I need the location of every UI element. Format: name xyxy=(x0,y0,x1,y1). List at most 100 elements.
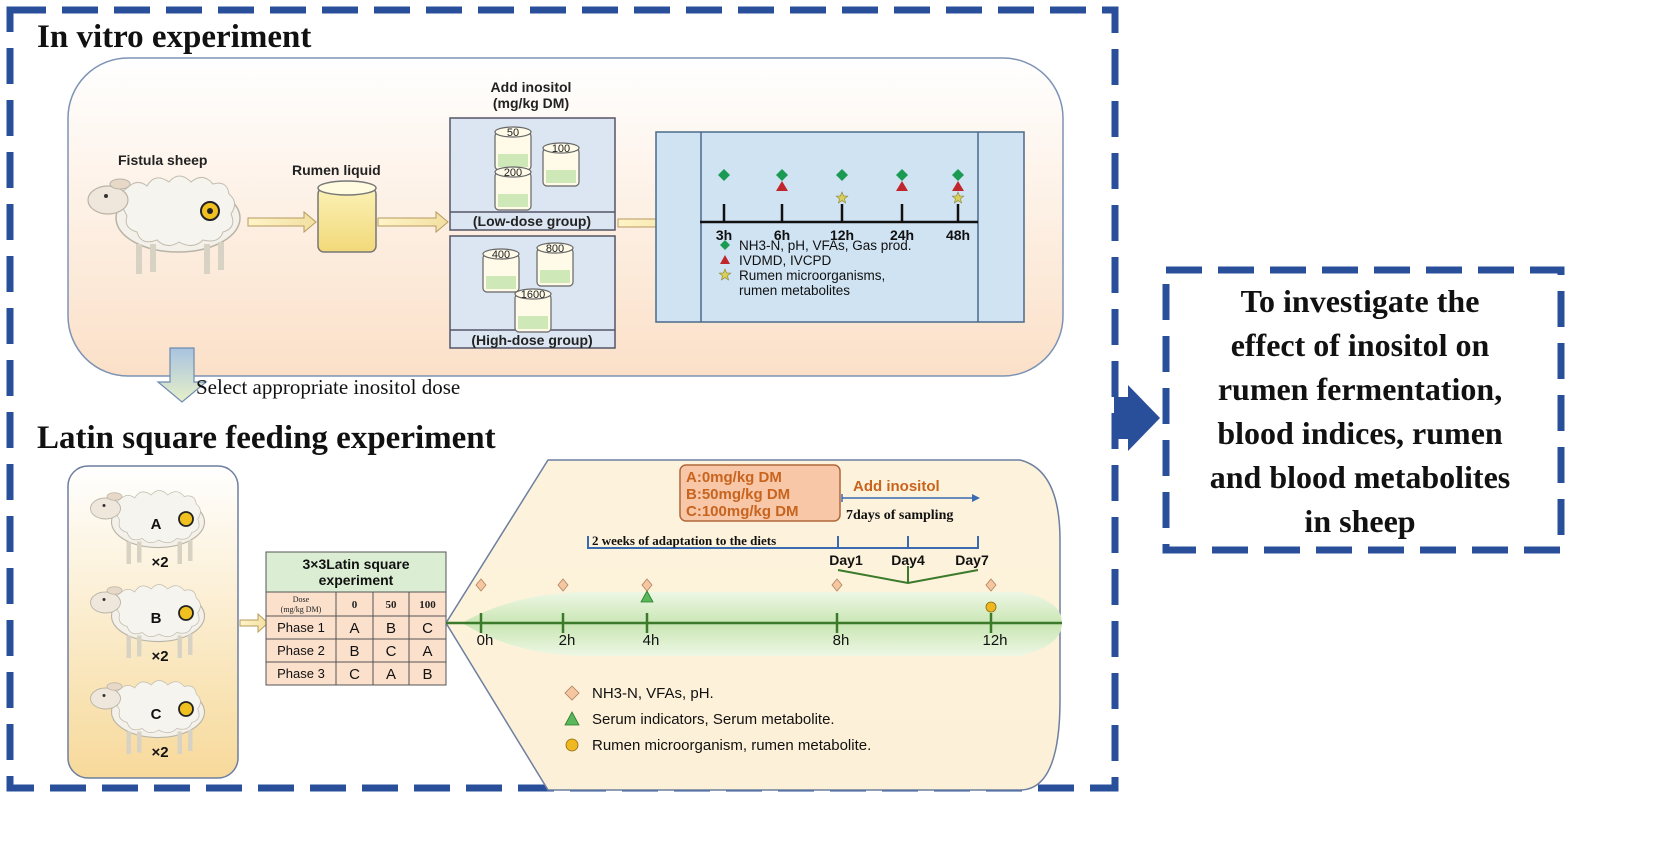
add-inositol-label: Add inositol xyxy=(491,79,572,95)
flask-800: 800 xyxy=(536,242,574,287)
down-arrow-icon xyxy=(156,347,208,403)
dose-label: 100 xyxy=(552,143,570,155)
in-vitro-title: In vitro experiment xyxy=(37,19,311,55)
adaptation-label: 2 weeks of adaptation to the diets xyxy=(592,533,776,548)
add-inositol-unit: (mg/kg DM) xyxy=(493,95,569,111)
flask-100: 100 xyxy=(542,142,580,187)
time-label: 12h xyxy=(830,227,854,243)
time-label: 2h xyxy=(559,632,576,649)
rumen-liquid-label: Rumen liquid xyxy=(292,162,381,178)
treatment-groups-box xyxy=(679,464,841,522)
fistula-sheep-label: Fistula sheep xyxy=(118,152,207,168)
table-header-cell: 0 xyxy=(352,599,358,611)
table-header-cell: (mg/kg DM) xyxy=(281,605,322,614)
fistula-icon xyxy=(178,511,194,527)
table-cell: A xyxy=(386,666,396,683)
sheep-multiplier: ×2 xyxy=(151,648,168,665)
goal-text-line: To investigate the xyxy=(1241,283,1480,319)
goal-text-line: rumen fermentation, xyxy=(1218,371,1502,407)
table-header-cell: Dose xyxy=(293,595,310,604)
table-row-phase: Phase 2 xyxy=(277,643,325,658)
time-label: 4h xyxy=(643,632,660,649)
latin-square-title: Latin square feeding experiment xyxy=(37,420,496,456)
high-dose-group-label: (High-dose group) xyxy=(471,332,592,348)
dose-label: 50 xyxy=(507,127,519,139)
time-label: 48h xyxy=(946,227,970,243)
goal-text-line: blood indices, rumen xyxy=(1217,415,1503,451)
dose-label: 200 xyxy=(504,167,522,179)
time-label: 6h xyxy=(774,227,790,243)
green-diamond-icon xyxy=(776,169,788,181)
in-vitro-timeline-panel xyxy=(655,131,1025,323)
goal-text-line: in sheep xyxy=(1304,503,1415,539)
legend-text: NH3-N, pH, VFAs, Gas prod. xyxy=(739,238,912,253)
time-label: 0h xyxy=(477,632,494,649)
arrow-to-table-icon xyxy=(239,612,269,634)
day-label: Day4 xyxy=(891,552,925,568)
right-arrow-icon xyxy=(1114,385,1160,451)
table-cell: A xyxy=(349,620,359,637)
table-row-phase: Phase 3 xyxy=(277,666,325,681)
main-dashed-frame xyxy=(6,6,1119,792)
day-label: Day7 xyxy=(955,552,989,568)
table-cell: C xyxy=(386,643,397,660)
star-icon xyxy=(951,191,965,204)
legend-text: Rumen microorganisms, xyxy=(739,268,885,283)
legend-text: IVDMD, IVCPD xyxy=(739,253,832,268)
star-icon xyxy=(718,268,732,281)
sampling-label: 7days of sampling xyxy=(846,508,953,523)
legend-text: Rumen microorganism, rumen metabolite. xyxy=(592,737,871,754)
day-label: Day1 xyxy=(829,552,863,568)
table-title: 3×3Latin square xyxy=(303,556,410,572)
rumen-liquid-jar xyxy=(317,180,377,253)
dose-label: 800 xyxy=(546,243,564,255)
goal-dashed-frame xyxy=(1162,266,1565,554)
tan-diamond-icon xyxy=(557,578,569,592)
green-diamond-icon xyxy=(720,240,730,250)
table-header-cell: 50 xyxy=(386,599,398,611)
table-cell: C xyxy=(422,620,433,637)
red-triangle-icon xyxy=(720,255,730,264)
flask-200: 200 xyxy=(494,166,532,211)
flask-50: 50 xyxy=(494,126,532,171)
green-diamond-icon xyxy=(718,169,730,181)
goal-text-line: and blood metabolites xyxy=(1210,459,1510,495)
table-cell: C xyxy=(349,666,360,683)
dose-label: 1600 xyxy=(521,289,545,301)
star-icon xyxy=(835,191,849,204)
table-row-phase: Phase 1 xyxy=(277,620,325,635)
sheep-multiplier: ×2 xyxy=(151,554,168,571)
goal-text-line: effect of inositol on xyxy=(1231,327,1490,363)
table-cell: B xyxy=(386,620,396,637)
green-triangle-icon xyxy=(640,590,654,603)
dose-label: 400 xyxy=(492,249,510,261)
table-cell: A xyxy=(422,643,432,660)
table-header-cell: 100 xyxy=(419,599,436,611)
time-label: 24h xyxy=(890,227,914,243)
tan-diamond-icon xyxy=(475,578,487,592)
red-triangle-icon xyxy=(776,181,788,191)
legend-text: NH3-N, VFAs, pH. xyxy=(592,685,714,702)
tan-diamond-icon xyxy=(564,685,580,701)
arrow-to-rumen-icon xyxy=(247,210,317,234)
gold-circle-icon xyxy=(985,601,997,613)
sheep-group-label: B xyxy=(151,610,162,627)
green-triangle-icon xyxy=(564,711,580,726)
table-cell: B xyxy=(349,643,359,660)
low-dose-group-label: (Low-dose group) xyxy=(473,213,591,229)
sheep-group-label: C xyxy=(151,706,162,723)
table-title: experiment xyxy=(319,572,394,588)
time-label: 3h xyxy=(716,227,732,243)
red-triangle-icon xyxy=(896,181,908,191)
green-diamond-icon xyxy=(952,169,964,181)
treatment-group-label: B:50mg/kg DM xyxy=(686,486,790,503)
tan-diamond-icon xyxy=(831,578,843,592)
flask-400: 400 xyxy=(482,248,520,293)
sheep-group-label: A xyxy=(151,516,162,533)
flask-1600: 1600 xyxy=(514,288,552,333)
table-cell: B xyxy=(422,666,432,683)
red-triangle-icon xyxy=(952,181,964,191)
fistula-icon xyxy=(178,701,194,717)
